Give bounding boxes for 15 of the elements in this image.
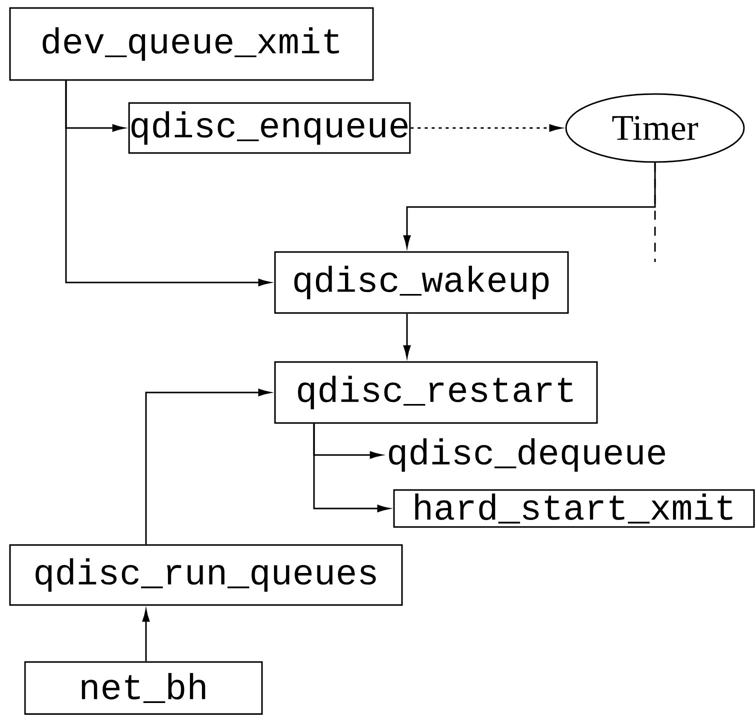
function-label: qdisc_dequeue	[389, 438, 665, 472]
function-box: dev_queue_xmit	[9, 7, 374, 81]
function-box: net_bh	[24, 661, 263, 715]
function-box: qdisc_restart	[274, 361, 598, 424]
function-box: hard_start_xmit	[393, 489, 755, 528]
function-box: qdisc_wakeup	[274, 251, 569, 314]
arrow	[403, 162, 656, 248]
arrow	[145, 388, 270, 544]
function-box: qdisc_enqueue	[128, 102, 411, 154]
arrow	[313, 424, 390, 512]
arrow	[142, 610, 150, 662]
arrow	[403, 314, 411, 358]
function-box: qdisc_run_queues	[9, 544, 403, 606]
arrow	[65, 80, 270, 286]
arrow	[410, 124, 562, 132]
